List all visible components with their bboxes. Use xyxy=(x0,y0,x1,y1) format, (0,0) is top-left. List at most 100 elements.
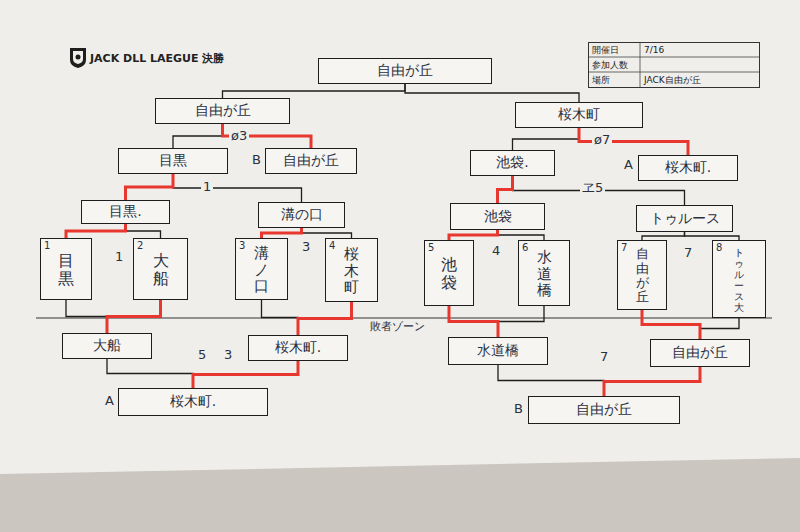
bracket-line xyxy=(262,300,299,335)
team-box: 溝の口 xyxy=(258,202,345,228)
winner-bracket-line xyxy=(498,176,513,203)
bracket-line xyxy=(700,318,739,339)
team-name: 桜木町 xyxy=(558,106,600,124)
team-name: 大船 xyxy=(93,337,121,355)
winner-bracket-line xyxy=(193,361,298,388)
winner-bracket-line xyxy=(107,300,161,333)
league-logo-inner xyxy=(73,51,83,64)
team-box: トゥルース xyxy=(636,205,733,232)
score-mark: 1 xyxy=(201,180,213,194)
winner-bracket-line xyxy=(223,124,312,148)
team-box: 池袋. xyxy=(470,150,555,176)
slot-letter: A xyxy=(103,394,116,408)
winner-bracket-line xyxy=(298,302,352,335)
seed-box: 7自由が丘 xyxy=(617,240,667,310)
bracket-line xyxy=(66,300,107,333)
team-box: 目黒. xyxy=(81,200,170,224)
bracket-line xyxy=(126,224,161,238)
team-name-vertical: 溝ノ口 xyxy=(254,245,269,295)
score-mark: 3 xyxy=(222,348,234,362)
team-name-vertical: 水道橋 xyxy=(537,249,552,299)
team-name-vertical: 桜木町 xyxy=(344,246,359,296)
score-mark: 7 xyxy=(598,350,610,364)
seed-box: 2大船 xyxy=(133,238,188,300)
team-name: 自由が丘 xyxy=(283,152,339,170)
team-name: 池袋. xyxy=(496,154,528,172)
info-table: 開催日7/16参加人数場所JACK自由が丘 xyxy=(588,42,760,88)
bracket-line xyxy=(498,230,545,240)
team-name: 池袋 xyxy=(484,208,512,226)
team-name: 溝の口 xyxy=(281,206,323,224)
table-field: 参加人数 xyxy=(589,58,641,73)
seed-box: 5池袋 xyxy=(424,240,474,306)
team-box: 池袋 xyxy=(450,203,545,230)
table-value: 7/16 xyxy=(641,43,759,58)
table-surface xyxy=(0,458,800,532)
table-rule xyxy=(640,43,641,87)
bracket-line xyxy=(642,232,685,240)
winner-bracket-line xyxy=(642,310,700,339)
team-name: 目黒 xyxy=(159,152,187,170)
seed-box: 6水道橋 xyxy=(518,240,570,306)
score-mark: 1 xyxy=(113,250,125,264)
slot-letter: B xyxy=(250,153,263,167)
team-name-vertical: 大船 xyxy=(153,252,169,287)
team-box: 桜木町. xyxy=(248,335,348,361)
slot-letter: A xyxy=(622,158,635,172)
team-box: 目黒 xyxy=(118,148,228,174)
bracket-line xyxy=(223,84,406,98)
team-name-vertical: 自由が丘 xyxy=(636,247,649,304)
team-box: 桜木町 xyxy=(515,102,643,128)
bracket-line xyxy=(685,232,740,240)
winner-bracket-line xyxy=(449,230,498,240)
winner-bracket-line xyxy=(262,228,302,238)
table-rule xyxy=(589,72,759,73)
team-name: 自由が丘 xyxy=(195,102,251,120)
winner-bracket-line xyxy=(449,306,498,337)
team-name: トゥルース xyxy=(650,210,720,228)
seed-box: 3溝ノ口 xyxy=(235,238,288,300)
diagram-title: JACK DLL LAEGUE 決勝 xyxy=(90,51,224,66)
score-mark: ø3 xyxy=(229,129,249,143)
league-logo-mark xyxy=(76,55,81,60)
seed-box: 8トゥルース大 xyxy=(712,240,766,318)
team-name: 水道橋 xyxy=(477,342,519,360)
team-box: 大船 xyxy=(62,333,152,359)
league-logo xyxy=(70,48,86,68)
score-mark: ヱ5 xyxy=(580,181,605,195)
bracket-line xyxy=(513,128,580,150)
team-name: 目黒. xyxy=(109,203,141,221)
winner-bracket-line xyxy=(604,367,700,396)
team-name: 自由が丘 xyxy=(377,62,433,80)
team-name: 桜木町. xyxy=(665,159,711,177)
table-field: 開催日 xyxy=(589,43,641,58)
seed-box: 1目黒 xyxy=(40,238,92,300)
team-name: 桜木町. xyxy=(170,393,216,411)
bracket-line xyxy=(498,365,604,396)
table-value: 場所 xyxy=(589,73,641,89)
score-mark: 3 xyxy=(300,240,312,254)
team-name-vertical: トゥルース大 xyxy=(734,247,744,313)
team-box: 桜木町. xyxy=(118,388,268,416)
score-mark: 7 xyxy=(682,246,694,260)
winner-bracket-line xyxy=(579,128,688,155)
team-name-vertical: 池袋 xyxy=(441,256,457,291)
team-box: 自由が丘 xyxy=(528,396,680,424)
bracket-line xyxy=(405,84,579,102)
score-mark: 4 xyxy=(490,244,502,258)
table-rule xyxy=(589,57,759,58)
team-box: 自由が丘 xyxy=(155,98,290,124)
bracket-line xyxy=(107,359,193,388)
seed-box: 4桜木町 xyxy=(325,238,378,302)
team-box: 桜木町. xyxy=(638,155,738,181)
bracket-line xyxy=(173,174,302,202)
team-name: 自由が丘 xyxy=(576,401,632,419)
team-name: 自由が丘 xyxy=(672,344,728,362)
team-name-vertical: 目黒 xyxy=(58,252,74,287)
team-box: 水道橋 xyxy=(448,337,548,365)
bracket-line xyxy=(173,124,223,148)
bracket-line xyxy=(302,228,352,238)
slot-letter: B xyxy=(512,402,525,416)
